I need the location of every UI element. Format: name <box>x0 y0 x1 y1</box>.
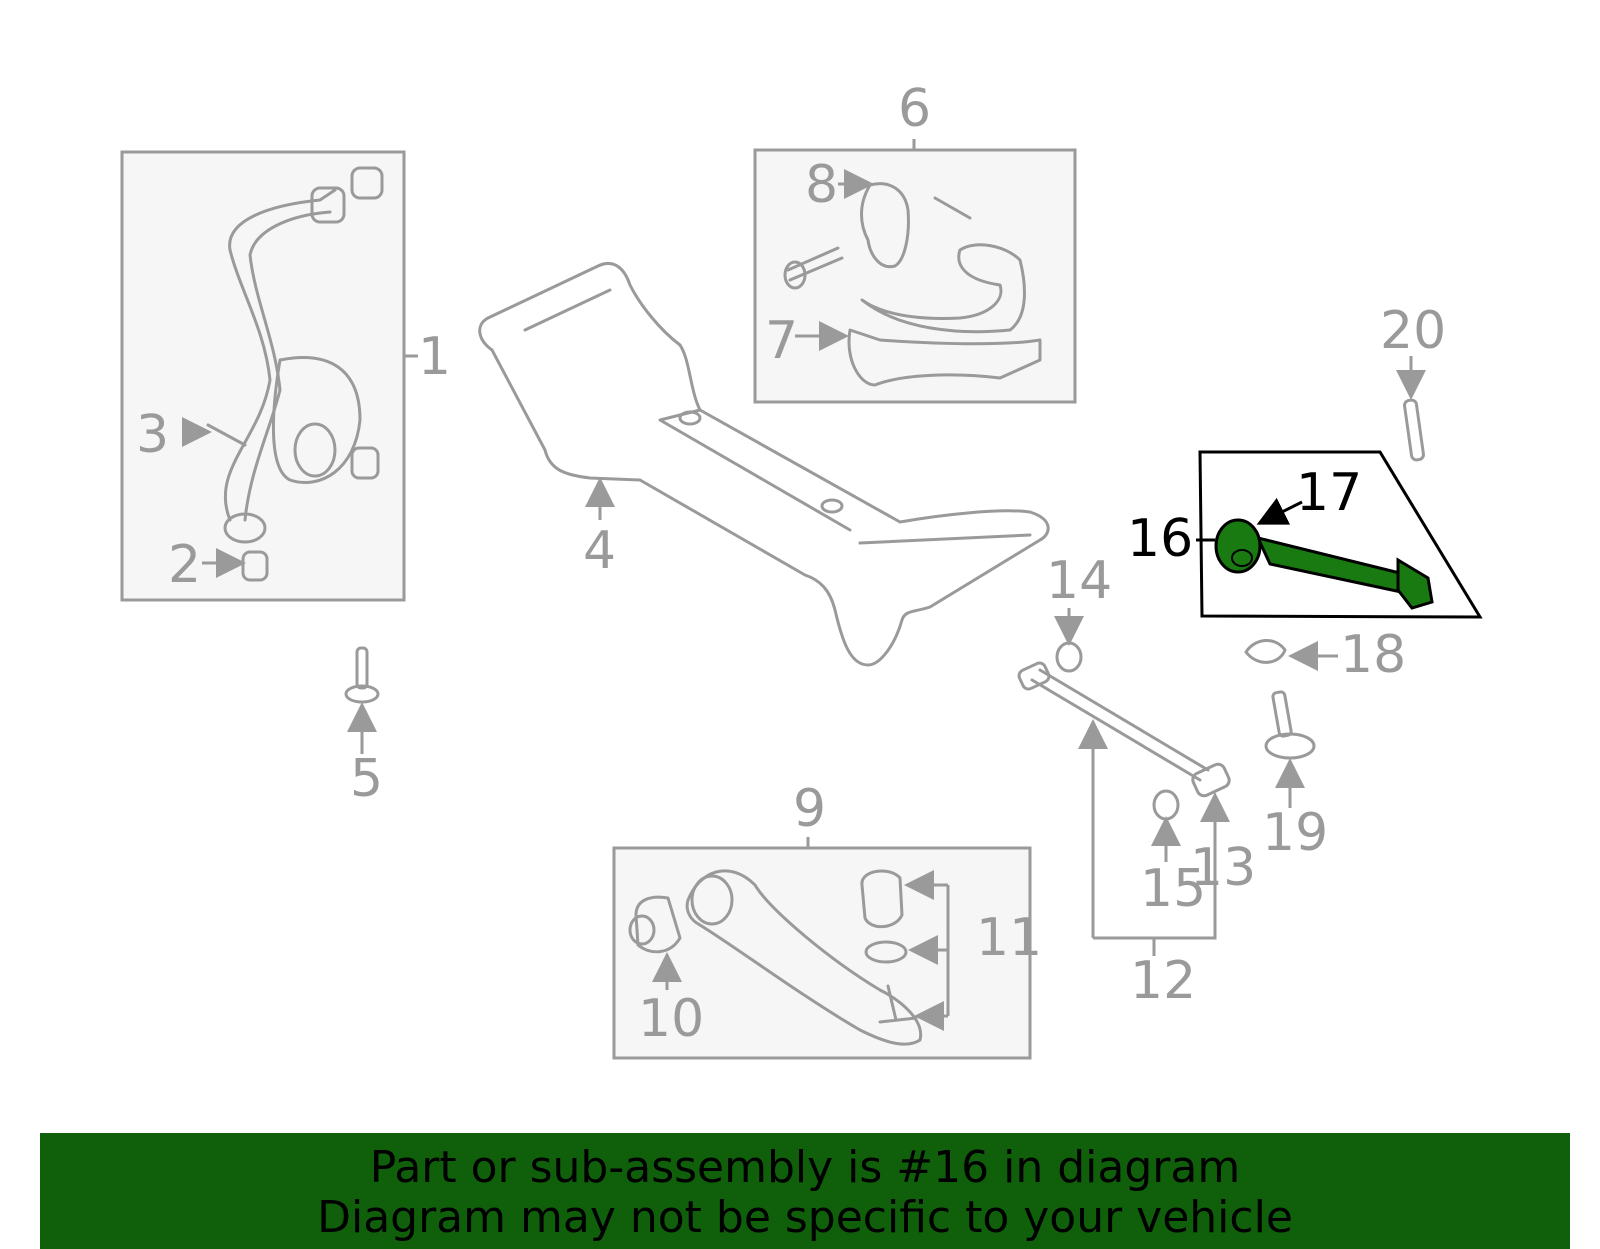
notice-banner: Part or sub-assembly is #16 in diagram D… <box>40 1133 1570 1249</box>
knuckle-group-box <box>120 150 406 602</box>
callout-16[interactable]: 16 <box>1127 509 1193 569</box>
ball-joint-ring-drawing <box>864 940 908 964</box>
callout-19[interactable]: 19 <box>1262 803 1328 863</box>
callout-9[interactable]: 9 <box>793 779 826 839</box>
bracket-8-drawing <box>860 182 910 269</box>
subframe-hole-drawing <box>678 410 702 426</box>
bolt-3-drawing <box>206 423 247 447</box>
banner-line-disclaimer: Diagram may not be specific to your vehi… <box>317 1192 1293 1243</box>
upper-arm-group-box <box>753 148 1077 404</box>
upper-arm-group[interactable] <box>753 139 1077 404</box>
arm-16-bore-drawing <box>1231 549 1253 567</box>
upper-bushing-cap-drawing <box>350 166 384 200</box>
callout-20[interactable]: 20 <box>1380 301 1446 361</box>
hub-bore-drawing <box>293 422 337 478</box>
knuckle-group[interactable] <box>120 150 418 602</box>
callout-15[interactable]: 15 <box>1140 859 1206 919</box>
bushing-18-part[interactable] <box>1244 639 1338 671</box>
callout-10[interactable]: 10 <box>638 989 704 1049</box>
bolt-left-head-drawing <box>783 260 807 290</box>
callout-1[interactable]: 1 <box>418 327 451 387</box>
subframe-part[interactable] <box>478 261 1050 667</box>
washer-14-drawing <box>1055 641 1083 673</box>
banner-line-part-number: Part or sub-assembly is #16 in diagram <box>369 1142 1241 1193</box>
callout-5[interactable]: 5 <box>350 749 383 809</box>
bushing-10-drawing <box>634 895 682 954</box>
highlighted-arm-group[interactable] <box>1196 450 1483 619</box>
bolt-right-drawing <box>933 196 972 220</box>
ball-joint-stud-drawing <box>878 984 918 1024</box>
bolt-left-drawing <box>786 246 844 282</box>
upper-bushing-drawing <box>310 186 346 224</box>
bolt-20-part[interactable] <box>1396 356 1426 462</box>
callout-8[interactable]: 8 <box>805 155 838 215</box>
callout-7[interactable]: 7 <box>765 311 798 371</box>
callout-18[interactable]: 18 <box>1340 625 1406 685</box>
lower-arm-drawing <box>685 869 923 1046</box>
knuckle-hub-drawing <box>271 356 362 484</box>
bolt-19-washer-drawing <box>1264 732 1316 760</box>
upper-arm-7-drawing <box>860 243 1026 334</box>
lateral-link-drawing <box>1030 668 1210 782</box>
callout-3[interactable]: 3 <box>136 405 169 465</box>
knuckle-upper-arm-drawing <box>223 188 337 522</box>
subframe-hole-2-drawing <box>820 498 844 514</box>
link-end-right-drawing <box>1191 762 1231 798</box>
callout-14[interactable]: 14 <box>1046 551 1112 611</box>
callout-4[interactable]: 4 <box>583 521 616 581</box>
bushing-18-drawing <box>1244 639 1287 664</box>
bolt-19-shank-drawing <box>1271 690 1293 738</box>
lower-eye-drawing <box>223 512 267 544</box>
callout-17[interactable]: 17 <box>1296 463 1362 523</box>
bolt-5-shank-drawing <box>355 646 369 690</box>
side-bushing-drawing <box>350 446 380 480</box>
callout-2[interactable]: 2 <box>168 535 201 595</box>
washer-15-drawing <box>1152 789 1180 821</box>
lateral-link-group[interactable] <box>1017 608 1231 956</box>
bushing-10-face-drawing <box>628 914 656 946</box>
callout-6[interactable]: 6 <box>898 79 931 139</box>
bolt-5-part[interactable] <box>344 646 380 754</box>
lower-arm-group-box <box>612 846 1032 1060</box>
arm-16-end-drawing <box>1396 557 1434 610</box>
link-end-left-drawing <box>1017 661 1051 691</box>
callout-13[interactable]: 13 <box>1190 838 1256 898</box>
bolt-20-drawing <box>1403 398 1425 462</box>
knuckle-outline-drawing <box>243 210 332 522</box>
lower-arm-eye-drawing <box>690 874 734 926</box>
lower-arm-group[interactable] <box>612 837 1032 1060</box>
bolt-19-part[interactable] <box>1264 690 1316 808</box>
ball-joint-boot-drawing <box>860 869 904 929</box>
upper-arm-7-lower-drawing <box>847 328 1042 387</box>
callout-12[interactable]: 12 <box>1130 951 1196 1011</box>
callout-11[interactable]: 11 <box>976 908 1042 968</box>
